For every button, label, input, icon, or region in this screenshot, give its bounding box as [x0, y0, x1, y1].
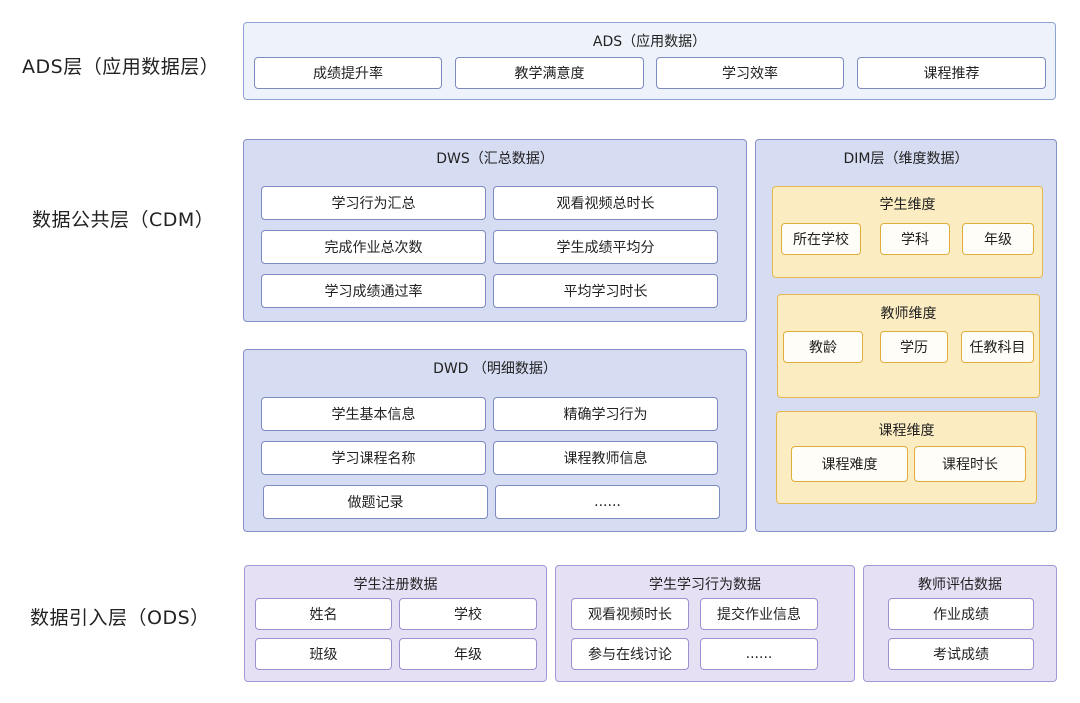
ods-behavior-panel: 学生学习行为数据 观看视频时长 提交作业信息 参与在线讨论 ......: [555, 565, 855, 682]
dim-teacher-item: 任教科目: [961, 331, 1034, 363]
dwd-item: 精确学习行为: [493, 397, 718, 431]
ods-layer-label: 数据引入层（ODS）: [30, 607, 210, 629]
ods-registration-item: 学校: [399, 598, 537, 630]
dwd-title: DWD （明细数据）: [433, 361, 557, 377]
dim-teacher-item: 学历: [880, 331, 948, 363]
ads-item: 成绩提升率: [254, 57, 442, 89]
ods-registration-item: 年级: [399, 638, 537, 670]
ods-behavior-item: 提交作业信息: [700, 598, 818, 630]
ads-item: 教学满意度: [455, 57, 644, 89]
ods-behavior-item: 观看视频时长: [571, 598, 689, 630]
dim-course-panel: 课程维度 课程难度 课程时长: [776, 411, 1037, 504]
dim-student-item: 年级: [962, 223, 1034, 255]
dws-item: 学习行为汇总: [261, 186, 486, 220]
dim-course-item: 课程时长: [914, 446, 1026, 482]
ods-behavior-item: 参与在线讨论: [571, 638, 689, 670]
ads-panel: ADS（应用数据） 成绩提升率 教学满意度 学习效率 课程推荐: [243, 22, 1056, 100]
ods-evaluation-title: 教师评估数据: [918, 577, 1002, 593]
dws-item: 观看视频总时长: [493, 186, 718, 220]
dws-item: 学习成绩通过率: [261, 274, 486, 308]
dim-panel: DIM层（维度数据） 学生维度 所在学校 学科 年级 教师维度 教龄 学历 任教…: [755, 139, 1057, 532]
dim-course-title: 课程维度: [878, 423, 935, 439]
ads-item: 学习效率: [656, 57, 844, 89]
dws-title: DWS（汇总数据）: [436, 151, 554, 167]
ads-item: 课程推荐: [857, 57, 1046, 89]
dws-item: 学生成绩平均分: [493, 230, 718, 264]
dim-student-title: 学生维度: [879, 197, 936, 213]
dwd-item: 学生基本信息: [261, 397, 486, 431]
dim-student-panel: 学生维度 所在学校 学科 年级: [772, 186, 1043, 278]
dws-item: 完成作业总次数: [261, 230, 486, 264]
dim-teacher-title: 教师维度: [880, 306, 937, 322]
dwd-item: 课程教师信息: [493, 441, 718, 475]
dwd-item: 学习课程名称: [261, 441, 486, 475]
ods-evaluation-panel: 教师评估数据 作业成绩 考试成绩: [863, 565, 1057, 682]
ods-behavior-title: 学生学习行为数据: [649, 577, 761, 593]
dwd-item: 做题记录: [263, 485, 488, 519]
dws-panel: DWS（汇总数据） 学习行为汇总 观看视频总时长 完成作业总次数 学生成绩平均分…: [243, 139, 747, 322]
ods-registration-title: 学生注册数据: [353, 577, 438, 593]
dws-item: 平均学习时长: [493, 274, 718, 308]
ods-behavior-item: ......: [700, 638, 818, 670]
ods-registration-panel: 学生注册数据 姓名 学校 班级 年级: [244, 565, 547, 682]
ods-evaluation-item: 考试成绩: [888, 638, 1034, 670]
dim-teacher-item: 教龄: [783, 331, 863, 363]
cdm-layer-label: 数据公共层（CDM）: [32, 209, 215, 231]
dim-teacher-panel: 教师维度 教龄 学历 任教科目: [777, 294, 1040, 398]
dim-course-item: 课程难度: [791, 446, 908, 482]
dim-student-item: 学科: [880, 223, 950, 255]
ods-registration-item: 班级: [255, 638, 392, 670]
ads-layer-label: ADS层（应用数据层）: [22, 56, 220, 78]
ods-evaluation-item: 作业成绩: [888, 598, 1034, 630]
dwd-panel: DWD （明细数据） 学生基本信息 精确学习行为 学习课程名称 课程教师信息 做…: [243, 349, 747, 532]
dim-student-item: 所在学校: [781, 223, 861, 255]
ads-title: ADS（应用数据）: [592, 34, 707, 50]
dwd-item: ......: [495, 485, 720, 519]
dim-title: DIM层（维度数据）: [843, 151, 969, 167]
ods-registration-item: 姓名: [255, 598, 392, 630]
